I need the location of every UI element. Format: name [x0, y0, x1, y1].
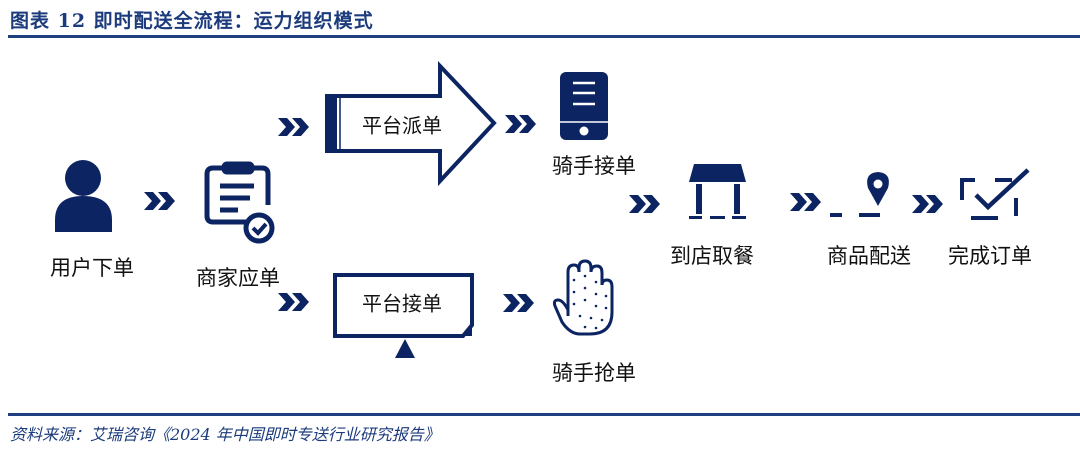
- double-chevron-icon: [505, 115, 536, 133]
- step-rider-grab: 骑手抢单: [552, 361, 636, 385]
- footer-rule: [8, 413, 1080, 416]
- step-rider-accept: 骑手接单: [552, 154, 636, 178]
- phone-icon: [560, 72, 608, 140]
- double-chevron-icon: [790, 193, 821, 211]
- location-pin-icon: [859, 172, 889, 217]
- double-chevron-icon: [278, 118, 309, 136]
- step-store-pickup: 到店取餐: [670, 244, 754, 268]
- figure-title: 图表 12 即时配送全流程：运力组织模式: [10, 10, 374, 32]
- step-delivery: 商品配送: [827, 244, 911, 268]
- double-chevron-icon: [278, 293, 309, 311]
- double-chevron-icon: [503, 294, 534, 312]
- step-user-order: 用户下单: [50, 256, 134, 280]
- double-chevron-icon: [629, 195, 660, 213]
- step-platform-dispatch: 平台派单: [362, 113, 442, 138]
- platform-screen: [333, 273, 474, 358]
- source-note: 资料来源：艾瑞咨询《2024 年中国即时专送行业研究报告》: [10, 425, 440, 444]
- title-rule: [8, 35, 1080, 38]
- user-icon: [55, 160, 112, 232]
- double-chevron-icon: [144, 192, 175, 210]
- step-platform-accept: 平台接单: [362, 291, 442, 316]
- step-merchant-accept: 商家应单: [196, 266, 280, 290]
- dispatch-arrow: [325, 60, 497, 187]
- store-icon: [689, 164, 746, 219]
- hand-icon: [552, 259, 614, 336]
- clipboard-check-icon: [204, 161, 275, 244]
- check-frame-icon: [960, 168, 1030, 220]
- double-chevron-icon: [912, 195, 943, 213]
- step-complete: 完成订单: [948, 244, 1032, 268]
